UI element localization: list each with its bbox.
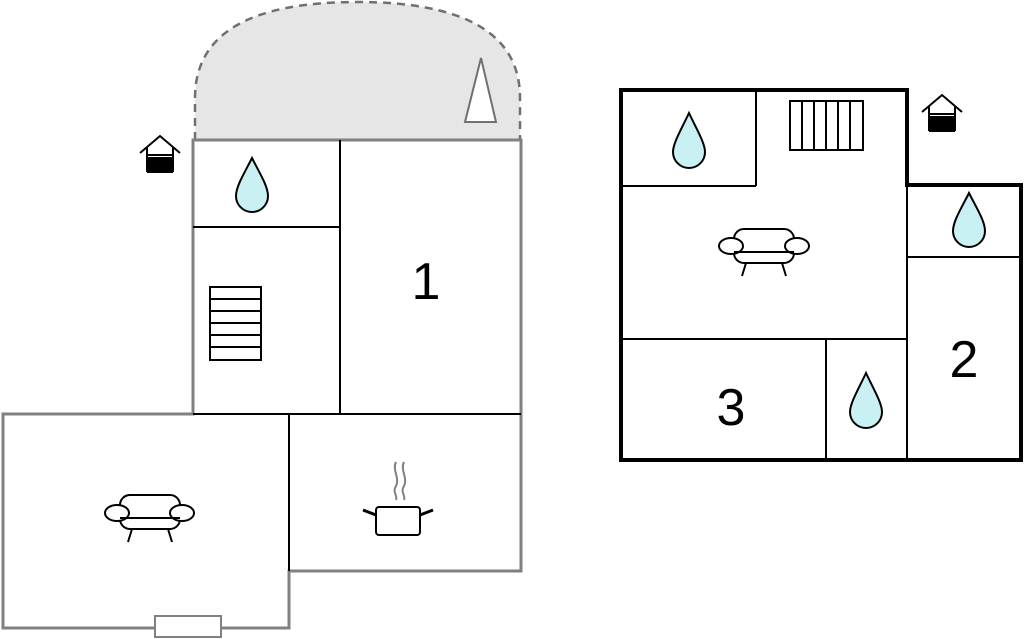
ground-floor-plan: 1: [1, 0, 523, 638]
water-drop-icon: [671, 110, 707, 169]
terrace-area: [193, 0, 522, 142]
water-drop-icon: [951, 190, 987, 248]
room-label-2: 2: [950, 331, 979, 389]
tree-icon: [463, 57, 498, 123]
room-label-3: 3: [717, 379, 746, 437]
staircase-icon: [789, 100, 864, 151]
cooking-pot-icon: [362, 461, 434, 536]
upper-floor-plan: 2 3: [619, 88, 1023, 462]
room-label-1: 1: [412, 253, 441, 311]
water-drop-icon: [234, 155, 270, 213]
sofa-icon: [104, 494, 195, 543]
house-entrance-icon: [139, 134, 181, 173]
ground-floor-outer-wall: [1, 138, 523, 630]
house-entrance-icon: [921, 93, 963, 132]
upper-floor-outer-wall: [619, 88, 1023, 462]
staircase-icon: [209, 286, 262, 361]
window-icon: [154, 615, 222, 638]
sofa-icon: [718, 228, 810, 277]
water-drop-icon: [848, 370, 884, 429]
